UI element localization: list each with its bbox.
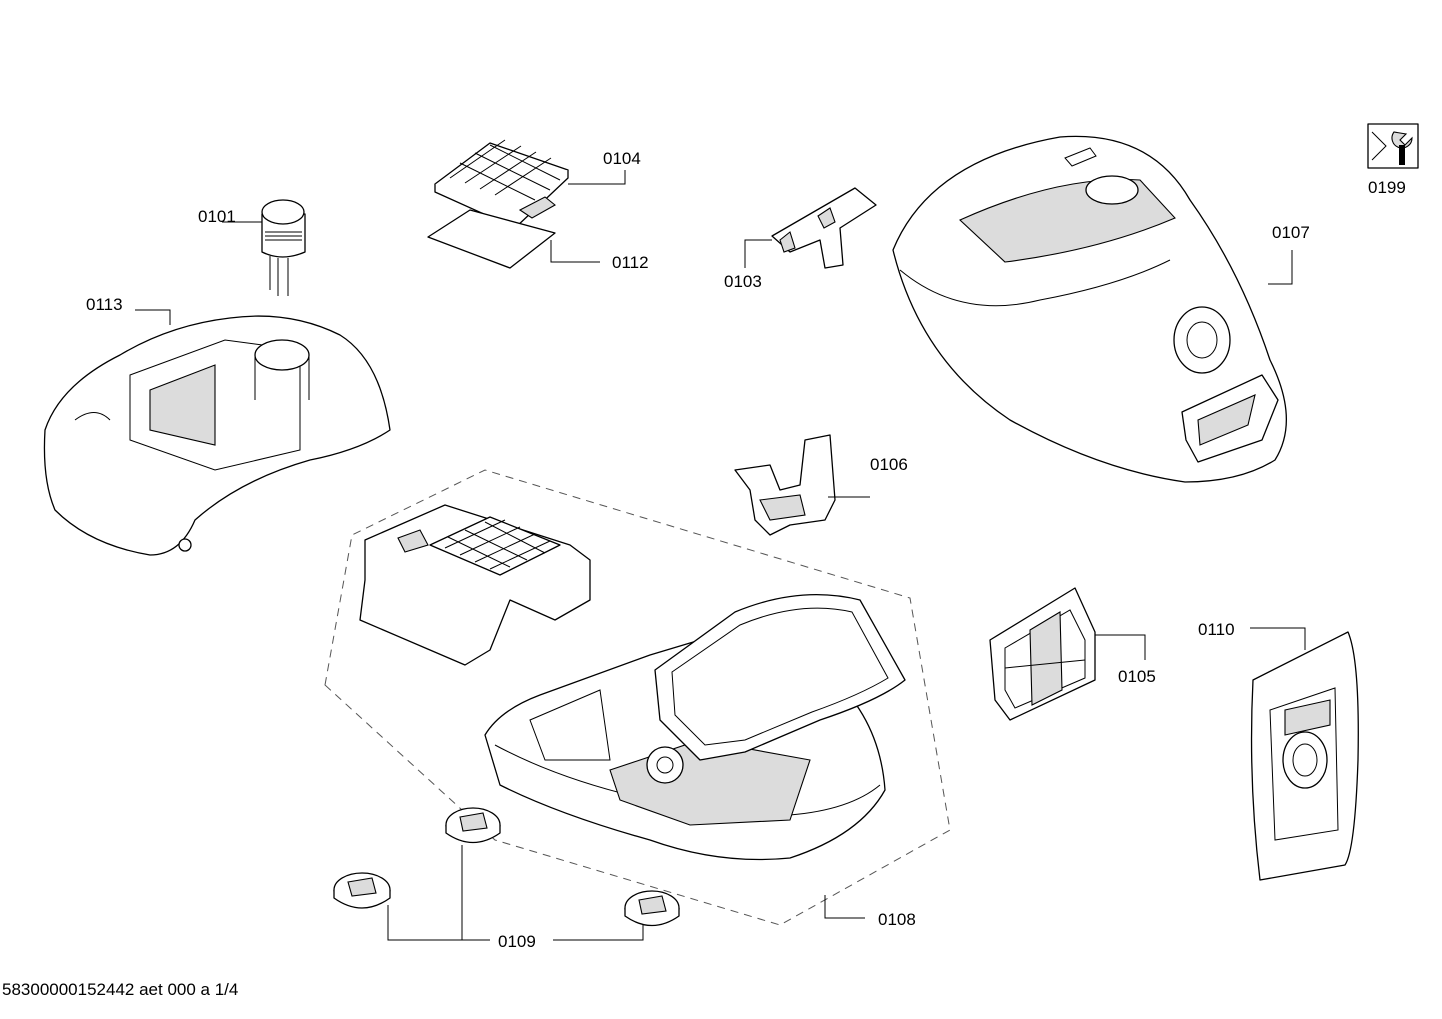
label-0199: 0199: [1368, 178, 1406, 197]
part-0109-wheel-left: [333, 872, 391, 909]
part-0108-motor-housing: [359, 504, 591, 666]
part-0101-capacitor: [261, 199, 306, 296]
part-0110-dust-bag: [1250, 631, 1359, 881]
label-0107: 0107: [1272, 223, 1310, 242]
label-0113: 0113: [86, 295, 123, 314]
part-0105-filter-frame: [989, 587, 1096, 721]
label-0109: 0109: [498, 932, 536, 951]
part-0113-housing-top: [43, 315, 391, 556]
part-0106-cord-holder: [734, 434, 836, 536]
label-0106: 0106: [870, 455, 908, 474]
part-0109-wheel-right: [624, 890, 680, 927]
label-0103: 0103: [724, 272, 762, 291]
part-0107-top-cover: [892, 135, 1288, 483]
wrench-nut-icon: [1367, 123, 1419, 169]
label-0105: 0105: [1118, 667, 1156, 686]
label-0104: 0104: [603, 149, 641, 168]
part-0103-handle-clip: [771, 187, 877, 269]
part-0112-filter-pad: [427, 209, 556, 269]
label-0112: 0112: [612, 253, 649, 272]
part-0109-wheel-center: [445, 807, 501, 844]
label-0101: 0101: [198, 207, 236, 226]
label-0108: 0108: [878, 910, 916, 929]
label-0110: 0110: [1198, 620, 1235, 639]
part-0108-gasket-frame: [654, 594, 906, 761]
part-0104-filter-grille: [434, 139, 569, 229]
document-footer: 58300000152442 aet 000 a 1/4: [2, 980, 239, 999]
